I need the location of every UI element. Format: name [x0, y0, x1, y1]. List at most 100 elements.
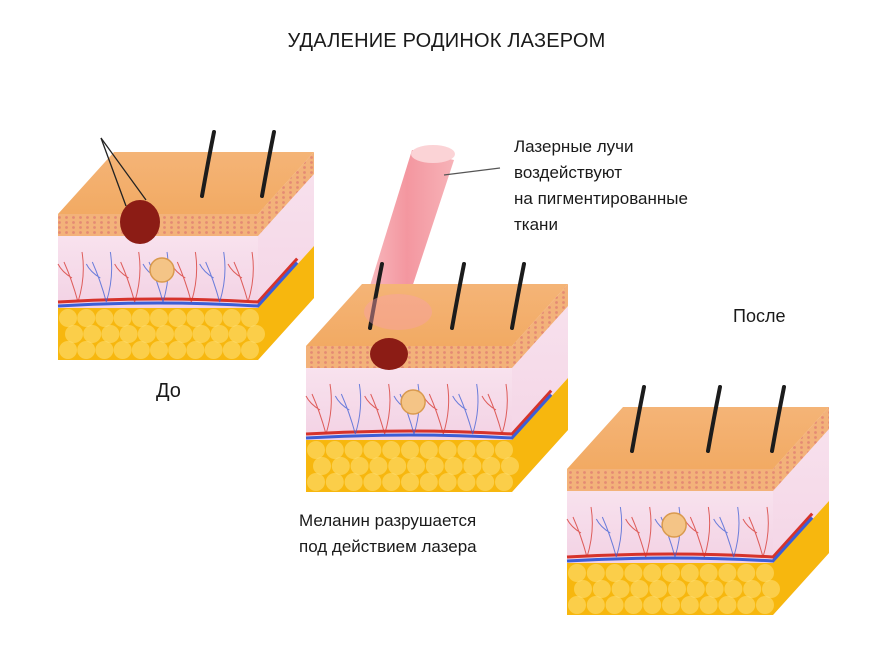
skin-front-epidermis — [567, 469, 773, 491]
fat-cell — [476, 441, 495, 459]
skin-front-epidermis — [306, 346, 512, 368]
fat-cell — [307, 473, 325, 491]
fat-cell — [476, 473, 495, 491]
fat-cell — [574, 580, 592, 598]
fat-cell — [718, 564, 737, 582]
capillary — [713, 506, 740, 558]
fat-cell — [699, 596, 718, 614]
fat-cell — [95, 309, 114, 327]
pointer-before-1 — [100, 137, 127, 207]
fat-cell — [369, 457, 388, 475]
fat-cell — [186, 341, 205, 359]
skin-block-3 — [566, 385, 829, 615]
fat-cell — [382, 441, 401, 459]
fat-cell — [737, 564, 756, 582]
label-laser-line-2: воздействуют — [514, 163, 623, 182]
fat-cell — [59, 341, 77, 359]
fat-cell — [83, 325, 102, 343]
artery — [566, 512, 814, 559]
label-laser-line-3: на пигментированные — [514, 189, 688, 208]
fat-cell — [131, 341, 150, 359]
fat-cell — [241, 341, 259, 359]
fat-cell — [331, 457, 350, 475]
gland — [400, 389, 426, 415]
label-melanin: Меланин разрушается под действием лазера — [299, 508, 477, 560]
mole — [370, 338, 408, 370]
capillary — [742, 506, 769, 558]
skin-side-epidermis — [773, 407, 829, 491]
skin-block-2 — [305, 262, 568, 492]
skin-side-fat — [258, 246, 314, 360]
fat-cell — [680, 564, 699, 582]
fat-cell — [344, 441, 363, 459]
fat-cell — [419, 441, 438, 459]
skin-side-fat — [773, 501, 829, 615]
fat-cell — [350, 457, 369, 475]
fat-cell — [438, 441, 457, 459]
fat-cell — [605, 564, 624, 582]
fat-cell — [59, 309, 77, 327]
fat-cell — [568, 564, 586, 582]
fat-cell — [210, 325, 229, 343]
fat-cell — [737, 596, 756, 614]
fat-cell — [307, 441, 325, 459]
fat-cell — [743, 580, 762, 598]
fat-cell — [718, 596, 737, 614]
fat-cell — [77, 341, 96, 359]
fat-cell — [419, 473, 438, 491]
fat-cell — [204, 341, 223, 359]
label-before: До — [156, 380, 181, 402]
capillary — [199, 251, 226, 303]
skin-side-epidermis — [258, 152, 314, 236]
fat-cell — [119, 325, 138, 343]
fat-cell — [113, 341, 132, 359]
fat-cell — [662, 564, 680, 582]
capillary — [227, 251, 254, 303]
fat-cell — [643, 564, 662, 582]
diagram-title: УДАЛЕНИЕ РОДИНОК ЛАЗЕРОМ — [287, 30, 606, 52]
laser-beam-top — [411, 145, 455, 163]
fat-cell — [662, 596, 680, 614]
fat-cell — [325, 473, 344, 491]
fat-cell — [325, 441, 344, 459]
hair — [770, 385, 786, 453]
pointer-before-2 — [100, 137, 147, 201]
vein — [57, 261, 299, 308]
fat-cell — [222, 309, 241, 327]
artery — [305, 389, 553, 436]
fat-cell — [174, 325, 193, 343]
fat-cell — [363, 441, 382, 459]
fat-cell — [168, 309, 187, 327]
skin-side-epidermis — [512, 284, 568, 368]
skin-side-fat — [512, 378, 568, 492]
capillary — [114, 251, 141, 303]
pointer-laser — [443, 167, 501, 176]
gland — [661, 512, 687, 538]
hair — [260, 130, 276, 198]
fat-cell — [77, 309, 96, 327]
fat-cell — [168, 341, 187, 359]
fat-cell — [624, 564, 643, 582]
fat-cell — [65, 325, 83, 343]
capillary — [452, 383, 479, 435]
fat-cell — [586, 564, 605, 582]
fat-cell — [241, 309, 259, 327]
label-melanin-line-1: Меланин разрушается — [299, 511, 477, 530]
vein — [305, 393, 553, 440]
hair — [706, 385, 722, 453]
mole — [120, 200, 160, 244]
hair — [630, 385, 646, 453]
fat-cell — [407, 457, 425, 475]
fat-cell — [457, 441, 476, 459]
label-laser-beams: Лазерные лучи воздействуют на пигментиро… — [514, 134, 688, 238]
fat-cell — [131, 309, 150, 327]
capillary — [595, 506, 623, 558]
fat-cell — [680, 596, 699, 614]
fat-cell — [313, 457, 331, 475]
fat-cell — [568, 596, 586, 614]
label-after: После — [733, 306, 786, 326]
fat-cell — [438, 473, 457, 491]
fat-cell — [363, 473, 382, 491]
fat-cell — [156, 325, 174, 343]
